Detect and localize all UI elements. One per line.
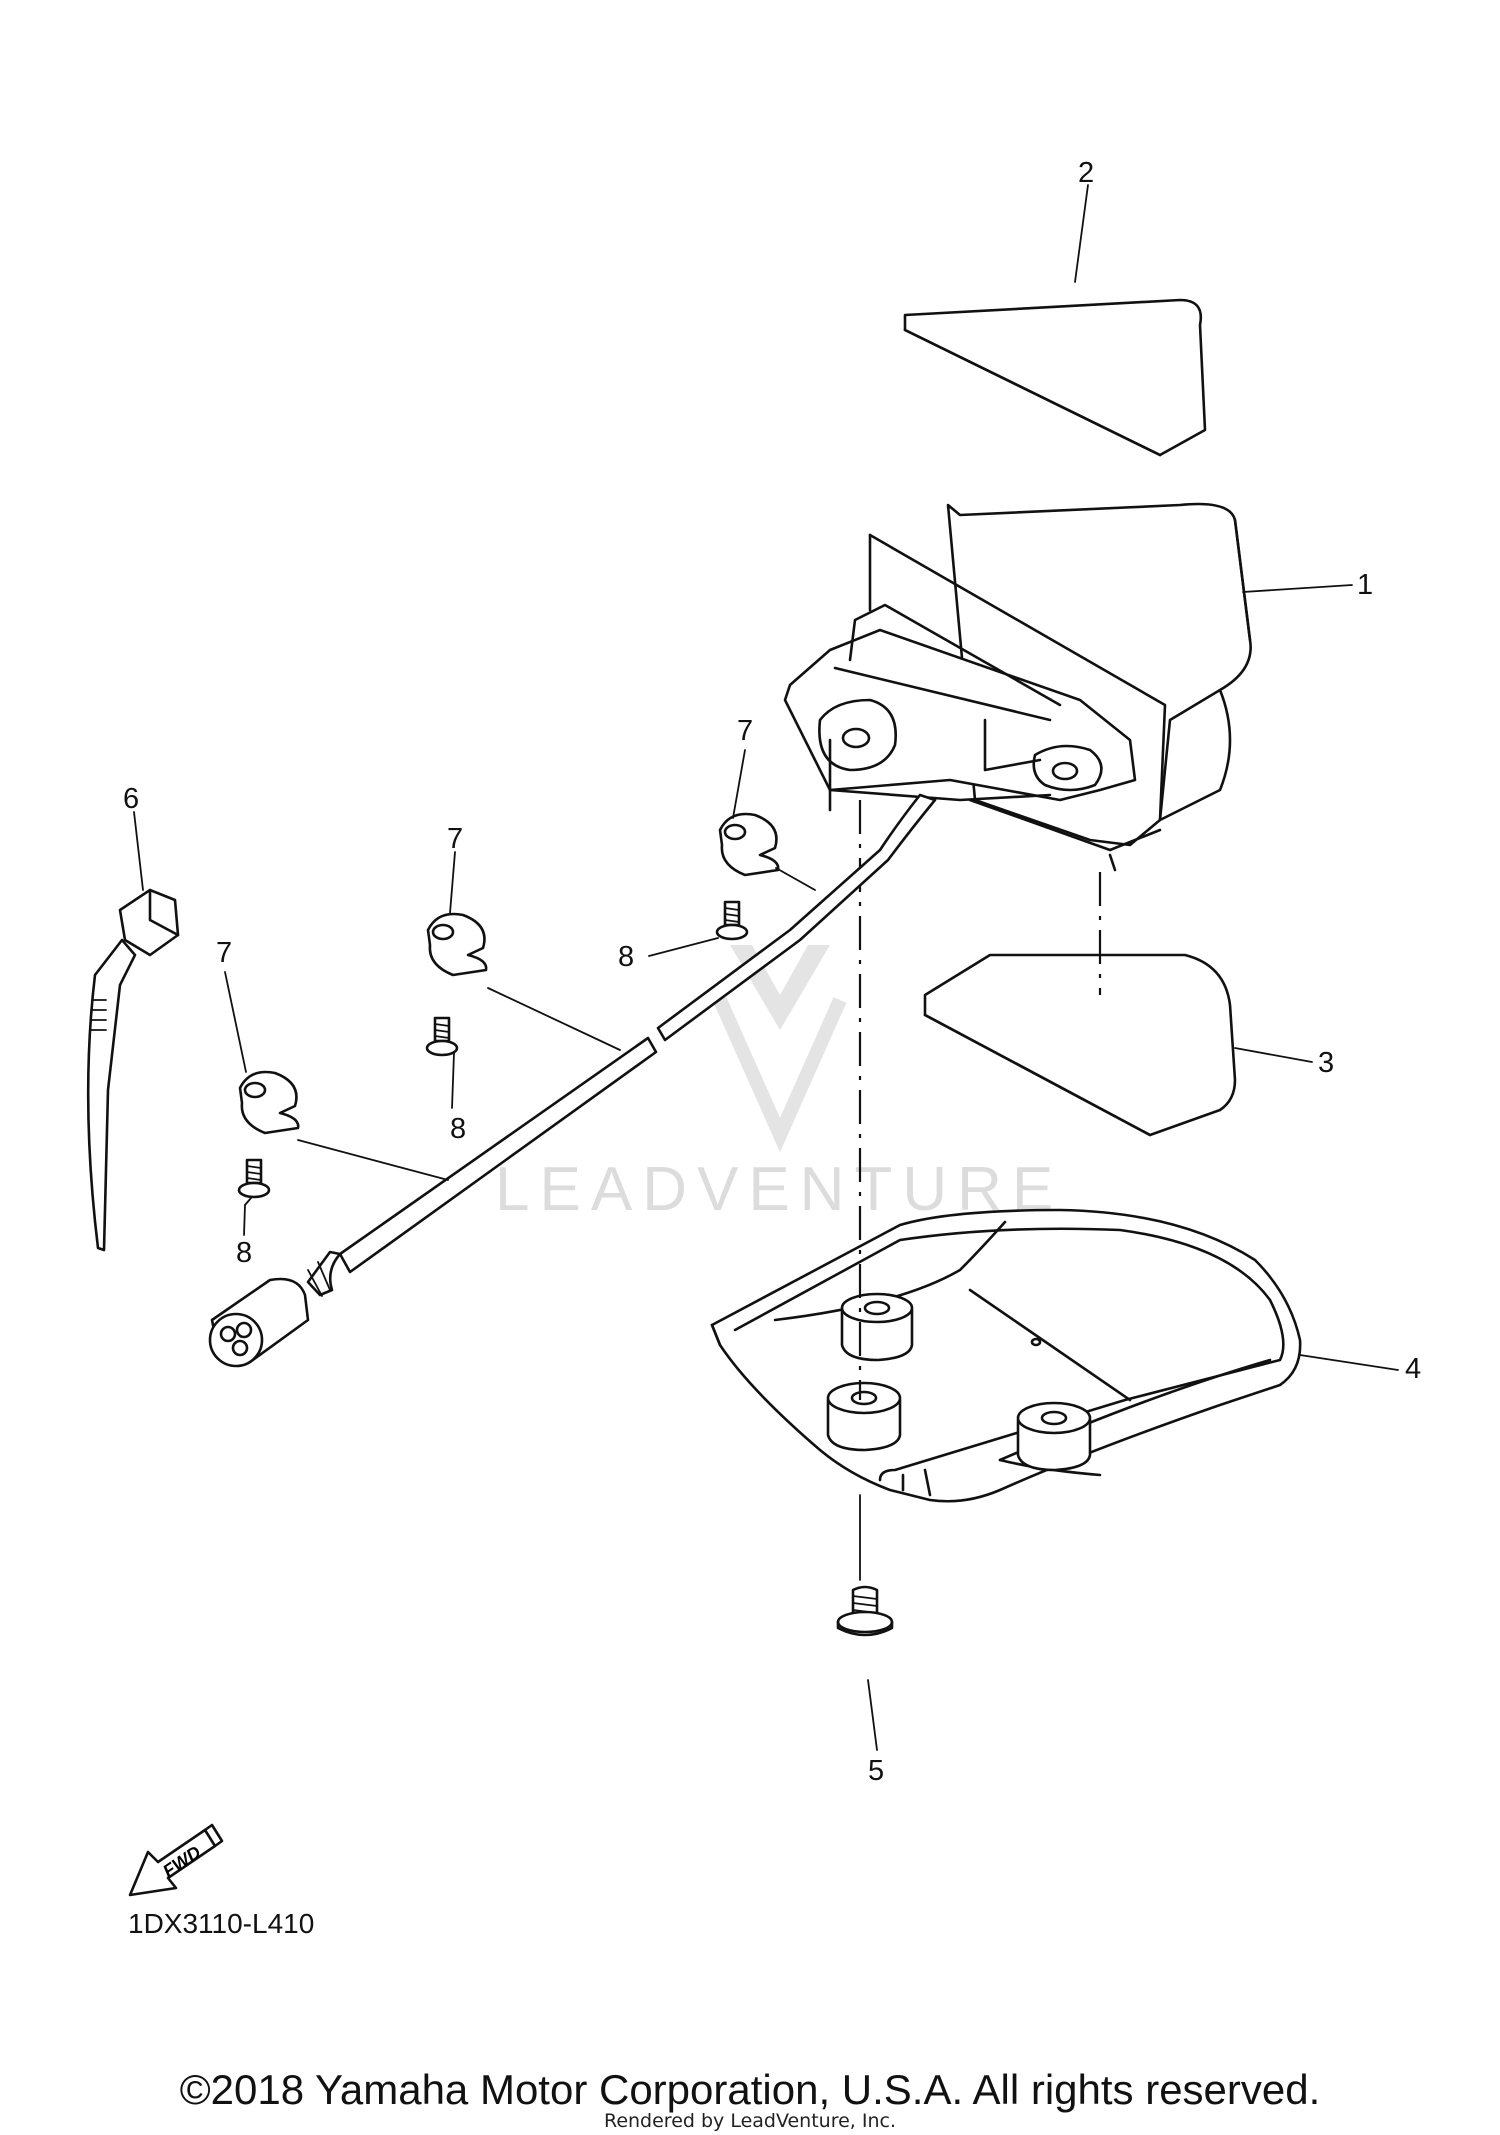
part-2-pad <box>903 298 1207 457</box>
callout-3: 3 <box>1318 1047 1334 1079</box>
copyright-notice: ©2018 Yamaha Motor Corporation, U.S.A. A… <box>179 2066 1321 2113</box>
callout-6: 6 <box>123 783 139 815</box>
callout-2: 2 <box>1078 157 1094 189</box>
rendered-by-notice: Rendered by LeadVenture, Inc. <box>603 2110 897 2132</box>
callout-labels: 1 2 3 4 5 6 7 7 7 8 8 8 <box>123 157 1421 1787</box>
callout-5: 5 <box>868 1755 884 1787</box>
part-8-screw-left <box>237 1158 271 1199</box>
watermark-logo: LEADVENTURE <box>495 945 1063 1224</box>
part-1-tail-light-housing <box>783 502 1252 872</box>
part-8-screw-right <box>715 900 749 941</box>
part-7-clamp-right <box>718 812 780 877</box>
drawing-code: 1DX3110-L410 <box>128 1908 315 1939</box>
leader-lines <box>133 184 1399 1751</box>
part-7-clamp-left <box>238 1070 300 1135</box>
callout-7-left: 7 <box>216 937 232 969</box>
part-3-pad <box>923 953 1237 1137</box>
part-7-clamp-mid <box>426 912 488 977</box>
wiring-harness <box>208 793 937 1368</box>
fwd-arrow-icon: FWD <box>128 1823 224 1897</box>
callout-8-right: 8 <box>618 941 634 973</box>
watermark-text: LEADVENTURE <box>495 1155 1063 1224</box>
part-4-lens-cover <box>710 1208 1302 1503</box>
part-8-screw-mid <box>425 1016 459 1057</box>
callout-7-mid: 7 <box>447 823 463 855</box>
callout-8-mid: 8 <box>450 1113 466 1145</box>
callout-7-right: 7 <box>737 715 753 747</box>
part-5-screw <box>836 1585 894 1637</box>
part-6-cable-tie <box>86 888 180 1252</box>
callout-8-left: 8 <box>236 1237 252 1269</box>
callout-1: 1 <box>1357 569 1373 601</box>
callout-4: 4 <box>1405 1353 1421 1385</box>
